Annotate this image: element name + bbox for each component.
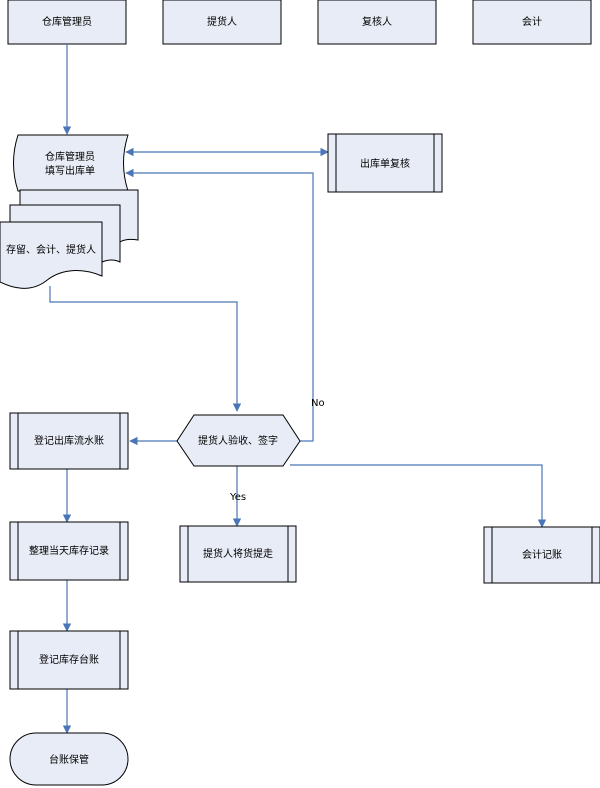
review-label: 出库单复核 — [360, 157, 410, 170]
node-documents: 存留、会计、提货人 — [0, 189, 139, 289]
lane-header-picker: 提货人 — [162, 0, 282, 45]
node-keep-ledger: 台账保管 — [9, 732, 129, 786]
edge-doc-to-decision — [49, 286, 242, 412]
accounting-label: 会计记账 — [522, 548, 562, 561]
node-review: 出库单复核 — [327, 133, 443, 193]
lane-warehouse-manager-label: 仓库管理员 — [42, 15, 92, 28]
yes-label: Yes — [229, 492, 246, 503]
connectors — [49, 44, 547, 734]
register-ledger-label: 登记库存台账 — [39, 653, 99, 666]
keep-ledger-label: 台账保管 — [49, 753, 89, 766]
lane-header-warehouse-manager: 仓库管理员 — [7, 0, 127, 45]
fill-out-line2: 填写出库单 — [45, 164, 95, 177]
edge-no-back — [125, 168, 314, 442]
node-accounting: 会计记账 — [483, 526, 600, 584]
node-decision: 提货人验收、签字 — [176, 414, 301, 467]
node-organize-stock: 整理当天库存记录 — [9, 521, 129, 581]
fill-out-line1: 仓库管理员 — [45, 150, 95, 163]
lane-header-accountant: 会计 — [472, 0, 592, 45]
node-register-flow: 登记出库流水账 — [9, 412, 129, 470]
picker-take-label: 提货人将货提走 — [203, 547, 273, 560]
documents-label: 存留、会计、提货人 — [6, 243, 96, 256]
lane-header-reviewer: 复核人 — [317, 0, 437, 45]
register-flow-label: 登记出库流水账 — [34, 434, 104, 447]
lane-reviewer-label: 复核人 — [362, 15, 392, 28]
lane-picker-label: 提货人 — [207, 15, 237, 28]
node-fill-out-form: 仓库管理员 填写出库单 — [13, 134, 129, 192]
organize-stock-label: 整理当天库存记录 — [29, 544, 109, 557]
no-label: No — [311, 398, 325, 409]
decision-label: 提货人验收、签字 — [198, 434, 278, 447]
edge-decision-to-accounting — [290, 464, 547, 528]
node-picker-take: 提货人将货提走 — [179, 525, 297, 583]
node-register-ledger: 登记库存台账 — [9, 630, 129, 690]
lane-accountant-label: 会计 — [522, 15, 542, 28]
